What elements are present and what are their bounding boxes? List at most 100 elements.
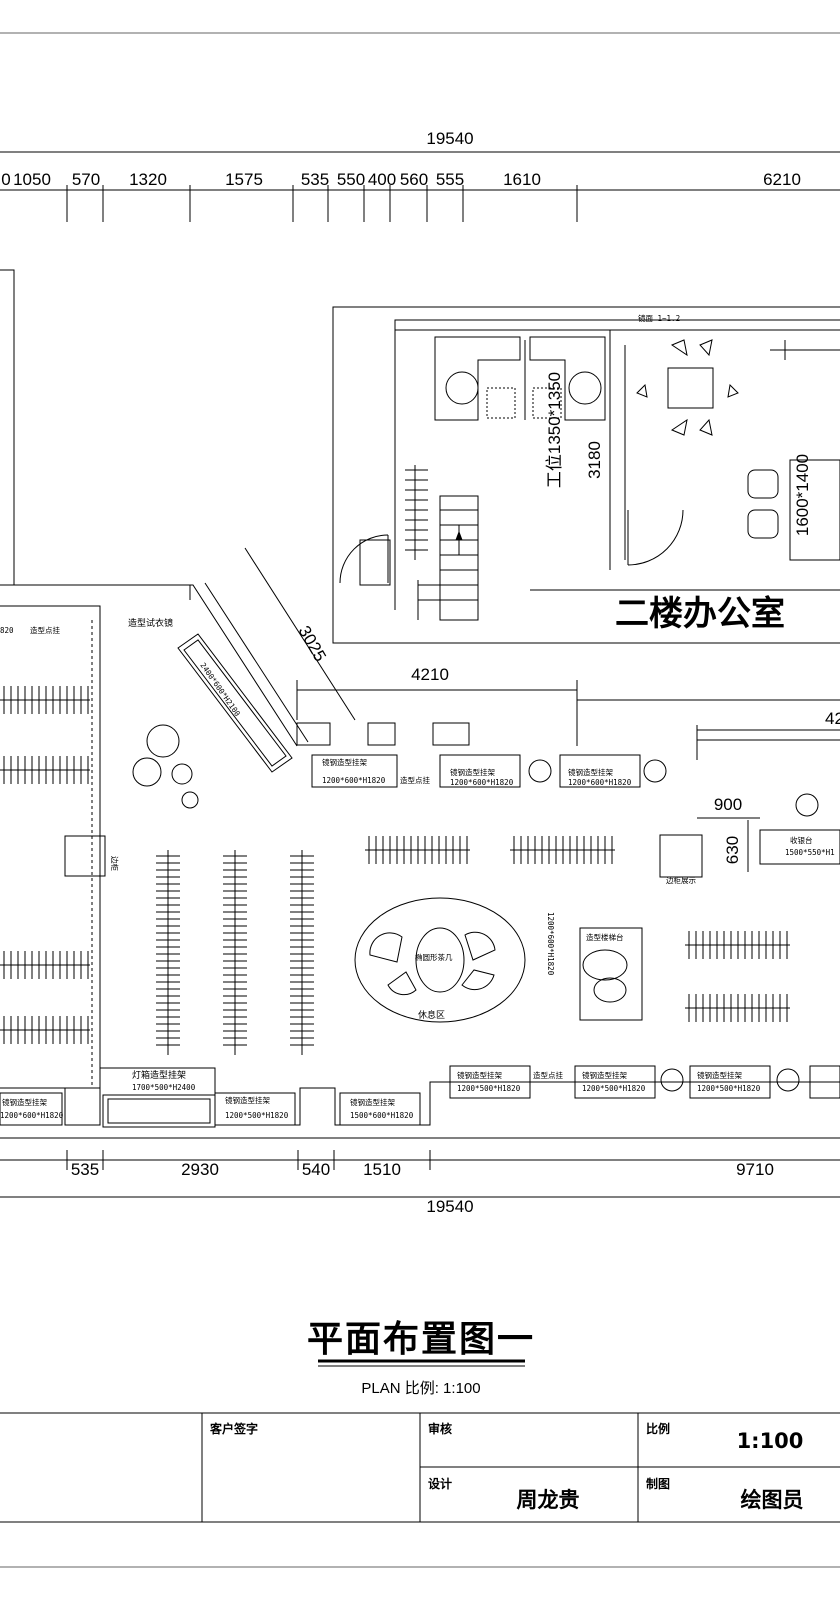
rack-mid-2 bbox=[439, 754, 521, 788]
column-1 bbox=[296, 722, 331, 746]
point-hanger-2: 造型点挂 bbox=[533, 1070, 563, 1080]
dim-top-10: 1610 bbox=[503, 170, 541, 189]
tb-design-label: 设计 bbox=[428, 1476, 452, 1491]
wall-hangers-left bbox=[0, 699, 90, 1031]
rack-bottom-5-label: 镜钢造型挂架 bbox=[697, 1070, 742, 1080]
cube-display-right bbox=[659, 834, 703, 878]
rack-bottom-3-label: 镜钢造型挂架 bbox=[457, 1070, 502, 1080]
left-small-note: 造型点挂 bbox=[30, 625, 60, 635]
dim-bottom-1: 2930 bbox=[181, 1160, 219, 1179]
stool bbox=[795, 793, 819, 817]
rack-bottom-2 bbox=[339, 1092, 421, 1126]
tb-drawing-label: 制图 bbox=[646, 1476, 670, 1491]
tb-scale-label: 比例 bbox=[646, 1421, 670, 1436]
dim-top-11: 6210 bbox=[763, 170, 801, 189]
dim-3025: 3025 bbox=[295, 623, 330, 665]
rack-mid-1-label: 镜钢造型挂架 bbox=[322, 757, 367, 767]
rack-bottom-1-dim: 1200*500*H1820 bbox=[225, 1111, 289, 1120]
meeting-table bbox=[636, 339, 840, 436]
model-stand-label: 造型楼梯台 bbox=[586, 932, 624, 942]
workstation-left bbox=[434, 336, 521, 421]
cube-note-left: 边柜 bbox=[110, 856, 120, 871]
rack-bottom-left bbox=[0, 1092, 63, 1126]
workstation-label: 工位1350*1350 bbox=[545, 372, 564, 488]
rack-bottom-left-dim: 1200*600*H1820 bbox=[0, 1111, 64, 1120]
dim-overall-top: 19540 bbox=[426, 129, 473, 148]
staircase bbox=[417, 495, 479, 621]
mirror-label: 造型试衣镜 bbox=[128, 617, 173, 629]
vertical-note: 1200*600*H1820 bbox=[546, 912, 555, 976]
rack-bottom-left-label: 镜钢造型挂架 bbox=[2, 1097, 47, 1107]
tb-review-label: 审核 bbox=[428, 1421, 452, 1436]
cashier-label: 收银台 bbox=[790, 835, 813, 845]
left-small-dim: 820 bbox=[0, 626, 14, 635]
plant-bottom-2 bbox=[776, 1068, 800, 1092]
dim-bottom-0: 535 bbox=[71, 1160, 99, 1179]
dim-overall-bottom: 19540 bbox=[426, 1197, 473, 1216]
rack-bottom-2-label: 镜钢造型挂架 bbox=[350, 1097, 395, 1107]
light-box-label: 灯箱造型挂架 bbox=[132, 1069, 186, 1081]
dim-3180: 3180 bbox=[585, 441, 604, 479]
plant-mid-2 bbox=[643, 759, 667, 783]
rack-mid-1 bbox=[311, 754, 398, 788]
dim-42: 42 bbox=[825, 709, 840, 728]
dim-top-2: 570 bbox=[72, 170, 100, 189]
dim-top-8: 560 bbox=[400, 170, 428, 189]
rest-area-label: 休息区 bbox=[418, 1009, 445, 1021]
dim-top-5: 535 bbox=[301, 170, 329, 189]
rack-bottom-2-dim: 1500*600*H1820 bbox=[350, 1111, 414, 1120]
top-small-note: 镜面 1~1.2 bbox=[638, 313, 680, 323]
wall-angled-inner bbox=[204, 582, 309, 743]
tb-scale-value: 1:100 bbox=[737, 1429, 804, 1453]
dim-line-3025 bbox=[244, 547, 356, 721]
rack-bottom-4-dim: 1200*500*H1820 bbox=[582, 1084, 646, 1093]
office-desk-chairs bbox=[747, 459, 840, 561]
dim-630: 630 bbox=[723, 836, 742, 864]
point-hanger-1: 造型点挂 bbox=[400, 775, 430, 785]
drawing-title: 平面布置图一 bbox=[307, 1318, 535, 1360]
rack-bottom-4 bbox=[574, 1065, 656, 1099]
door-swing-office bbox=[339, 534, 389, 584]
light-box-rack bbox=[102, 1094, 216, 1128]
dim-top-4: 1575 bbox=[225, 170, 263, 189]
rack-bottom-3-dim: 1200*500*H1820 bbox=[457, 1084, 521, 1093]
rack-mid-3 bbox=[559, 754, 641, 788]
stair-wall bbox=[359, 539, 391, 586]
dim-bottom-4: 9710 bbox=[736, 1160, 774, 1179]
cube-display-left bbox=[64, 835, 106, 877]
workstation-right bbox=[529, 336, 606, 421]
wall-left-zone bbox=[0, 605, 101, 1089]
mirror-fixture bbox=[177, 633, 293, 773]
dim-4210: 4210 bbox=[411, 665, 449, 684]
tb-client-sign-label: 客户签字 bbox=[209, 1421, 258, 1436]
dim-ticks-bottom bbox=[66, 1150, 431, 1170]
rack-bottom-5 bbox=[689, 1065, 771, 1099]
door-swing-meeting bbox=[627, 509, 684, 566]
office-inner-top-wall bbox=[394, 319, 840, 331]
model-stand bbox=[579, 927, 643, 1021]
rack-mid-2-label: 镜钢造型挂架 bbox=[450, 767, 495, 777]
dim-top-3: 1320 bbox=[129, 170, 167, 189]
oval-table-label: 椭圆形茶几 bbox=[415, 952, 453, 962]
wall-angled bbox=[14, 584, 298, 747]
rack-bottom-1 bbox=[214, 1092, 296, 1126]
column-3 bbox=[432, 722, 470, 746]
rack-bottom-6 bbox=[809, 1065, 840, 1099]
wall-right-upper bbox=[576, 699, 840, 746]
rack-bottom-1-label: 镜钢造型挂架 bbox=[225, 1095, 270, 1105]
dim-900: 900 bbox=[714, 795, 742, 814]
round-tables bbox=[132, 724, 199, 809]
desk-dim-label: 1600*1400 bbox=[793, 454, 812, 536]
dim-top-0: 0 bbox=[1, 170, 10, 189]
hanging-rack-office bbox=[405, 465, 428, 560]
dim-ticks-top bbox=[66, 185, 578, 222]
column-2 bbox=[367, 722, 396, 746]
plant-bottom-1 bbox=[660, 1068, 684, 1092]
tb-drafter: 绘图员 bbox=[741, 1488, 804, 1512]
rack-bottom-5-dim: 1200*500*H1820 bbox=[697, 1084, 761, 1093]
dim-top-7: 400 bbox=[368, 170, 396, 189]
oval-coffee-table bbox=[415, 927, 465, 993]
cube-note-right: 边柜展示 bbox=[666, 875, 696, 885]
rack-mid-1-dim: 1200*600*H1820 bbox=[322, 776, 386, 785]
office-label: 二楼办公室 bbox=[615, 594, 785, 634]
